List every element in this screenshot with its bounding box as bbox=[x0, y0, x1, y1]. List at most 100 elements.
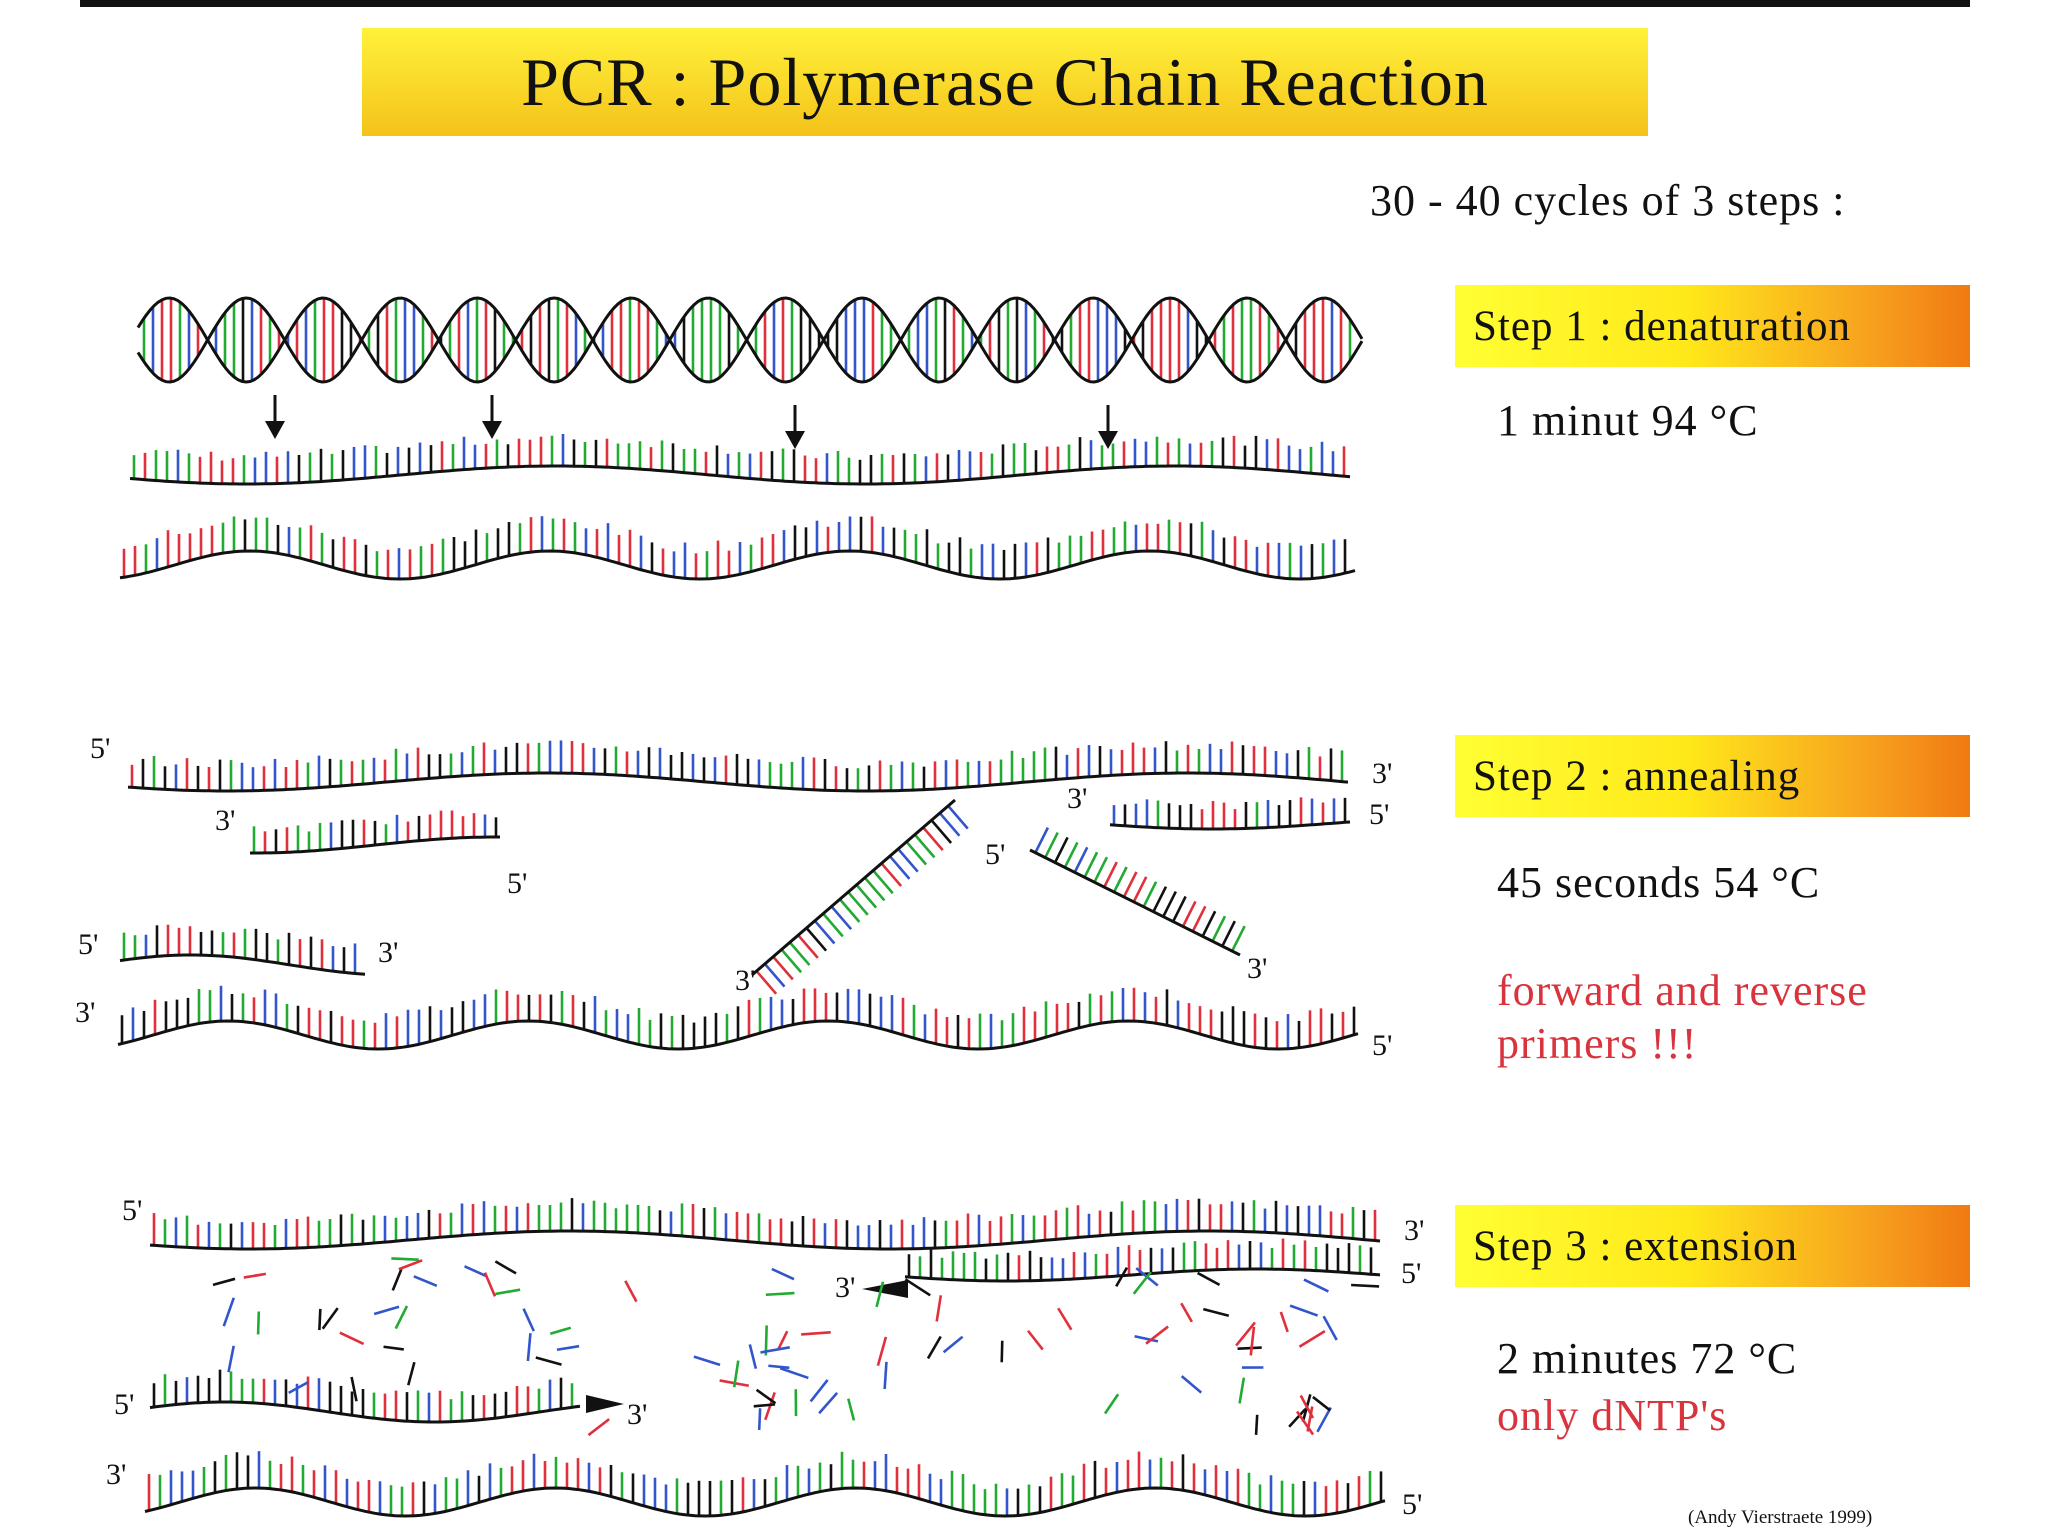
base-tick bbox=[947, 805, 969, 830]
title-banner: PCR : Polymerase Chain Reaction bbox=[362, 28, 1648, 136]
strand-backbone bbox=[149, 1400, 581, 1424]
dntp bbox=[1316, 1406, 1332, 1433]
strand-end-label: 5' bbox=[122, 1194, 142, 1227]
base-tick bbox=[1191, 905, 1207, 932]
cycles-subtitle: 30 - 40 cycles of 3 steps : bbox=[1370, 176, 1846, 225]
step1-banner: Step 1 : denaturation bbox=[1455, 285, 1970, 367]
down-arrow-head bbox=[265, 421, 285, 439]
dntp bbox=[1115, 1266, 1129, 1288]
step3-label: Step 3 : extension bbox=[1473, 1222, 1798, 1270]
base-tick bbox=[930, 819, 953, 844]
dntp bbox=[1295, 1410, 1315, 1436]
extension-arrow-right bbox=[586, 1395, 624, 1413]
base-tick bbox=[1112, 866, 1128, 893]
dntp bbox=[1180, 1375, 1203, 1394]
strand-end-label: 3' bbox=[735, 964, 755, 997]
step3-time-temp: 2 minutes 72 °C bbox=[1497, 1334, 1798, 1383]
base-tick bbox=[822, 912, 844, 938]
base-tick bbox=[1044, 831, 1059, 859]
strand-end-label: 3' bbox=[215, 804, 235, 837]
step3-banner: Step 3 : extension bbox=[1455, 1205, 1970, 1287]
dntp bbox=[1299, 1394, 1315, 1419]
dntp bbox=[1312, 1395, 1331, 1412]
dntp bbox=[1237, 1346, 1262, 1350]
separation-arrows bbox=[265, 395, 1118, 1413]
dntp bbox=[926, 1335, 942, 1360]
strand-end-label: 3' bbox=[835, 1271, 855, 1304]
strand-backbone bbox=[119, 549, 1356, 581]
base-tick bbox=[813, 919, 836, 945]
strand-end-label: 5' bbox=[1372, 1029, 1392, 1062]
base-tick bbox=[1063, 841, 1079, 869]
dntp bbox=[779, 1367, 809, 1380]
dntp bbox=[904, 1278, 931, 1297]
base-tick bbox=[763, 963, 786, 988]
strand-backbone bbox=[149, 1229, 1381, 1251]
primer-backbone bbox=[751, 798, 956, 977]
base-tick bbox=[838, 898, 861, 923]
base-tick bbox=[1093, 856, 1109, 883]
base-tick bbox=[1142, 881, 1158, 908]
dntp bbox=[391, 1257, 419, 1261]
strand-end-label: 5' bbox=[1402, 1488, 1422, 1521]
strand-backbone bbox=[129, 464, 1351, 486]
dntp bbox=[1180, 1302, 1194, 1323]
dntp bbox=[777, 1330, 789, 1350]
dntp bbox=[222, 1297, 236, 1327]
base-tick bbox=[1162, 891, 1177, 918]
base-tick bbox=[1201, 910, 1217, 937]
base-tick bbox=[888, 855, 911, 880]
base-tick bbox=[855, 884, 878, 909]
base-tick bbox=[1103, 861, 1118, 888]
page-title: PCR : Polymerase Chain Reaction bbox=[521, 43, 1489, 120]
base-tick bbox=[1053, 836, 1069, 864]
strand-end-label: 3' bbox=[378, 936, 398, 969]
dntp bbox=[350, 1376, 358, 1402]
dntp bbox=[394, 1305, 409, 1330]
dntp bbox=[847, 1398, 856, 1421]
base-tick bbox=[780, 948, 803, 974]
dntp bbox=[1132, 1271, 1152, 1295]
base-tick bbox=[913, 833, 936, 859]
base-tick bbox=[830, 905, 853, 931]
base-tick bbox=[922, 826, 944, 852]
dntp bbox=[1298, 1329, 1326, 1348]
dntp bbox=[339, 1331, 365, 1346]
strand-end-label: 3' bbox=[1067, 782, 1087, 815]
strand-end-label: 5' bbox=[507, 867, 527, 900]
dntp bbox=[1057, 1307, 1073, 1331]
strand-end-label: 5' bbox=[114, 1388, 134, 1421]
dntp bbox=[1103, 1393, 1120, 1415]
strand-backbone bbox=[250, 835, 500, 855]
helix-backbone bbox=[136, 296, 1364, 384]
dntp bbox=[1254, 1414, 1259, 1435]
dntp bbox=[768, 1364, 790, 1370]
dntp bbox=[876, 1336, 888, 1367]
dntp bbox=[1249, 1326, 1256, 1356]
strand-backbone bbox=[119, 953, 366, 976]
dntp bbox=[883, 1361, 888, 1390]
down-arrow-head bbox=[785, 431, 805, 449]
step2-note-line2: primers !!! bbox=[1497, 1019, 1698, 1068]
step1-time-temp: 1 minut 94 °C bbox=[1497, 396, 1759, 445]
dntp bbox=[398, 1259, 423, 1271]
double-helix bbox=[136, 296, 1364, 384]
strand-end-label: 3' bbox=[627, 1398, 647, 1431]
base-tick bbox=[905, 840, 928, 866]
strand-end-label: 3' bbox=[1404, 1214, 1424, 1247]
base-tick bbox=[797, 934, 819, 959]
base-tick bbox=[880, 862, 903, 887]
base-tick bbox=[863, 876, 886, 902]
base-tick bbox=[1171, 895, 1187, 923]
base-tick bbox=[1034, 827, 1050, 854]
dntp bbox=[1303, 1278, 1329, 1293]
primer-backbone bbox=[1029, 848, 1241, 957]
dntp bbox=[1322, 1315, 1338, 1341]
dntp bbox=[321, 1307, 339, 1330]
strand-backbone bbox=[127, 771, 1349, 793]
dna-strands bbox=[117, 433, 1386, 1518]
base-tick bbox=[1152, 886, 1168, 913]
dntp bbox=[383, 1345, 404, 1351]
